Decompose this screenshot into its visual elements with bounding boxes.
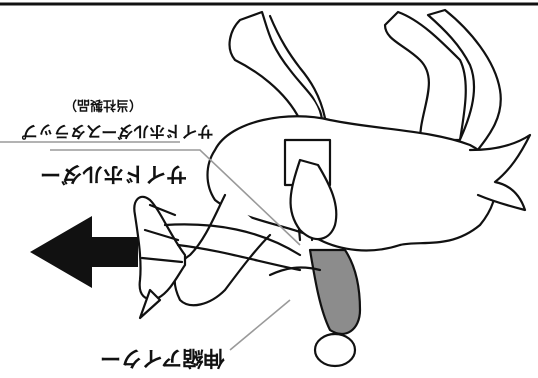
rider-torso: [308, 248, 362, 335]
pointer-lines: [0, 141, 301, 351]
horse-ear: [138, 288, 162, 320]
horse-hind-leg-right: [426, 8, 502, 162]
bridle: [140, 203, 184, 264]
horse-illustration: [133, 8, 532, 368]
pointer-bottom: [229, 299, 291, 351]
direction-arrow: [30, 216, 138, 288]
horse-hind-leg-left: [383, 10, 467, 142]
telescopic-label: 伸縮アイクー: [100, 346, 225, 370]
horse-front-leg-right: [268, 14, 327, 120]
rider-arm: [268, 266, 322, 277]
reins: [163, 223, 302, 272]
rider-helmet: [313, 332, 357, 368]
side-holder-label: サイドホルダー: [40, 162, 187, 186]
pointer-top: [50, 149, 301, 246]
horse-head: [133, 195, 187, 301]
own-product-note: （当社製品）: [64, 97, 143, 112]
horse-front-leg-left: [228, 10, 324, 122]
horse-neck: [173, 193, 272, 307]
rider-leg: [289, 158, 338, 241]
horse-tail: [468, 133, 532, 212]
side-holder-strap-label: サイドホルダースタラップ: [22, 122, 214, 141]
